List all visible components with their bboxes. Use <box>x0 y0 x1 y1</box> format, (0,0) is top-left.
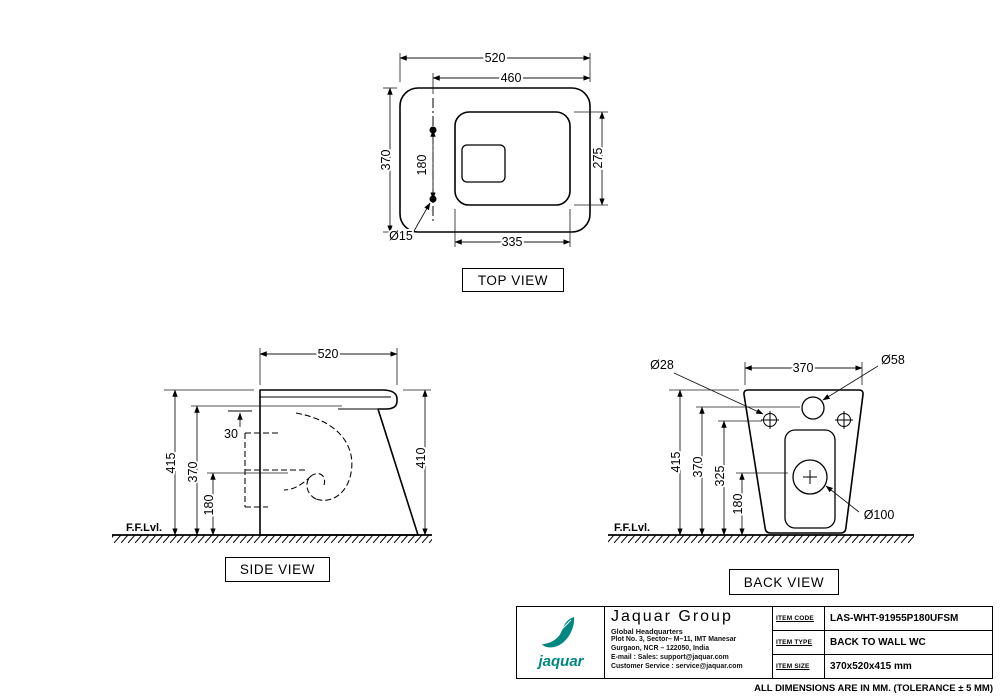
item-code-value: LAS-WHT-91955P180UFSM <box>830 613 959 624</box>
floor-hatch <box>112 535 432 543</box>
dim-back-height-overall: 415 <box>669 452 683 473</box>
item-size-value: 370x520x415 mm <box>830 661 912 672</box>
floor-level-label: F.F.Lvl. <box>614 522 650 534</box>
toilet-back-outline <box>743 389 864 534</box>
item-type-label: ITEM TYPE <box>773 631 825 654</box>
fixing-hole <box>835 411 853 429</box>
title-block: jaquar Jaquar Group Global Headquarters … <box>516 606 993 679</box>
inlet-hole <box>761 411 779 429</box>
company-name: Jaquar Group <box>611 608 733 625</box>
company-info: Jaquar Group Global Headquarters Plot No… <box>605 607 773 678</box>
floor-level-label: F.F.Lvl. <box>126 522 162 534</box>
jaquar-logo-icon: jaquar <box>536 616 584 670</box>
back-view-dimensions: 370 Ø28 Ø58 415 370 325 180 Ø100 <box>648 351 907 536</box>
top-view-drawing: 520 460 370 180 275 335 Ø15 <box>380 49 608 251</box>
top-view-label: TOP VIEW <box>462 268 564 292</box>
item-code-row: ITEM CODE LAS-WHT-91955P180UFSM <box>773 607 992 631</box>
dim-back-flush-dia: Ø58 <box>881 353 905 367</box>
dim-back-outlet-dia: Ø100 <box>864 508 895 522</box>
top-view-dimensions: 520 460 370 180 275 335 Ø15 <box>380 49 608 251</box>
dim-back-height-outlet: 180 <box>731 494 745 515</box>
dim-side-height-front: 410 <box>414 448 428 469</box>
item-type-row: ITEM TYPE BACK TO WALL WC <box>773 631 992 655</box>
dim-side-height-overall: 415 <box>164 453 178 474</box>
service-line: Customer Service : service@jaquar.com <box>611 663 743 671</box>
toilet-side-outline <box>259 389 419 536</box>
headquarters-line: Global Headquarters <box>611 627 683 636</box>
item-size-label: ITEM SIZE <box>773 655 825 678</box>
side-view-label: SIDE VIEW <box>225 557 330 582</box>
item-code-label: ITEM CODE <box>773 607 825 630</box>
email-line: E-mail : Sales: support@jaquar.com <box>611 654 729 662</box>
dim-top-opening-width: 335 <box>502 235 523 249</box>
dim-side-seat-thickness: 30 <box>224 427 238 441</box>
floor-hatch <box>608 535 914 543</box>
item-size-row: ITEM SIZE 370x520x415 mm <box>773 655 992 678</box>
dim-top-depth: 370 <box>380 150 393 171</box>
tolerance-note: ALL DIMENSIONS ARE IN MM. (TOLERANCE ± 5… <box>754 683 993 694</box>
item-type-value: BACK TO WALL WC <box>830 637 926 648</box>
dim-back-inlet-dia: Ø28 <box>650 358 674 372</box>
back-view-drawing: 370 Ø28 Ø58 415 370 325 180 Ø100 F.F.Lvl… <box>608 351 914 543</box>
toilet-side-hidden-lines <box>244 412 353 508</box>
dim-back-height-flush: 370 <box>691 457 705 478</box>
flush-hole <box>801 396 825 420</box>
brand-word: jaquar <box>536 653 584 670</box>
toilet-top-outline <box>399 87 591 233</box>
dim-side-height-rim: 370 <box>186 462 200 483</box>
dim-back-height-inlet: 325 <box>713 466 727 487</box>
brand-logo: jaquar <box>517 607 605 678</box>
side-view-drawing: 520 415 370 180 30 410 F.F.Lvl. <box>112 345 432 543</box>
side-view-dimensions: 520 415 370 180 30 410 <box>162 345 431 536</box>
address-line-2: Gurgaon, NCR – 122050, India <box>611 645 710 653</box>
address-line-1: Plot No. 3, Sector– M–11, IMT Manesar <box>611 636 737 644</box>
dim-side-height-outlet: 180 <box>202 495 216 516</box>
dim-top-hinge-hole-dia: Ø15 <box>389 229 413 243</box>
item-table: ITEM CODE LAS-WHT-91955P180UFSM ITEM TYP… <box>773 607 992 678</box>
dim-top-overall-width: 520 <box>485 51 506 65</box>
outlet-hole <box>792 459 828 495</box>
dim-top-opening-depth: 275 <box>591 148 605 169</box>
dim-top-inner-width: 460 <box>501 71 522 85</box>
dim-back-width-top: 370 <box>793 361 814 375</box>
dim-top-hinge-span: 180 <box>415 155 429 176</box>
dim-side-depth: 520 <box>318 347 339 361</box>
back-view-label: BACK VIEW <box>729 569 839 595</box>
